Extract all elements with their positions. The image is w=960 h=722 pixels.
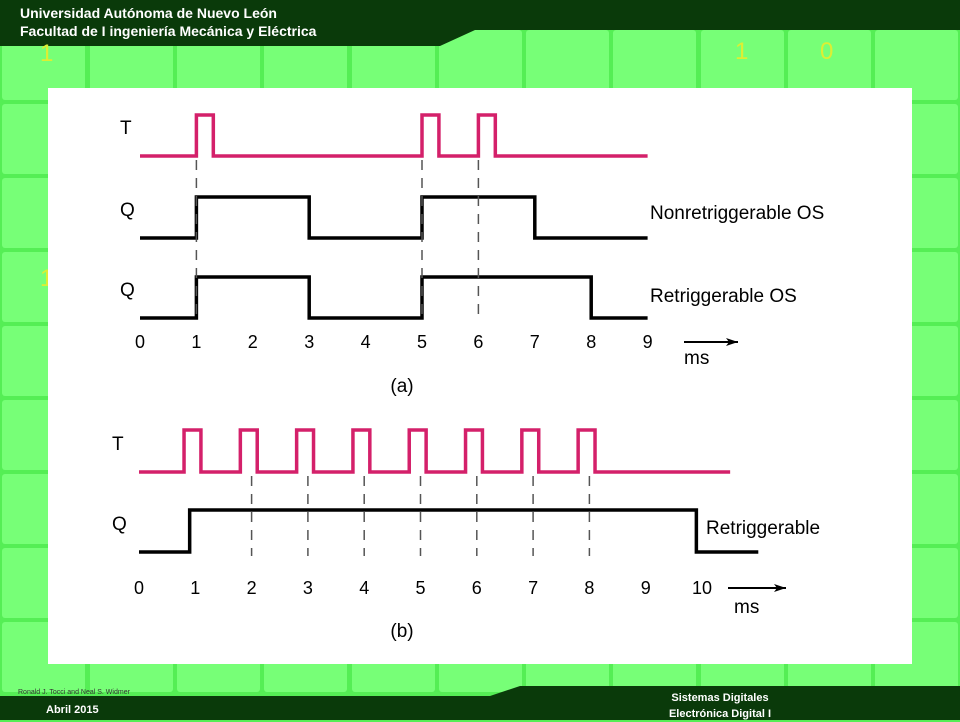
bg-digit-3: 0 — [820, 38, 834, 65]
grid-cell — [701, 30, 784, 100]
part-b-signal-1-label: Q — [112, 514, 127, 535]
part-a-tick-label: 1 — [191, 332, 201, 352]
grid-cell — [526, 30, 609, 100]
part-a-tick-label: 3 — [304, 332, 314, 352]
part-a-signal-1-wave — [140, 195, 648, 240]
bg-digit-2: 1 — [735, 38, 749, 65]
timing-diagram: T Q Nonretriggerable OS Q Retriggerable OS 0 1… — [112, 113, 824, 642]
part-a-signal-2-name: Retriggerable OS — [650, 286, 797, 307]
part-a-tick-label: 4 — [361, 332, 371, 352]
part-b-signal-1-wave — [139, 508, 759, 554]
part-a-tick-label: 6 — [473, 332, 483, 352]
part-b-tick-label: 10 — [692, 578, 712, 598]
grid-cell — [439, 30, 522, 100]
part-a-signal-0-label: T — [120, 118, 132, 139]
course-line-2: Electrónica Digital I — [668, 708, 772, 720]
part-a-signal-1-name: Nonretriggerable OS — [650, 203, 824, 224]
part-b-tick-label: 7 — [528, 578, 538, 598]
part-a-tick-label: 5 — [417, 332, 427, 352]
timing-diagram-panel: T Q Nonretriggerable OS Q Retriggerable OS 0 1… — [48, 88, 912, 664]
part-b-tick-label: 6 — [472, 578, 482, 598]
part-b-tick-label: 4 — [359, 578, 369, 598]
part-a-caption: (a) — [390, 376, 413, 397]
course-line-1: Sistemas Digitales — [671, 692, 769, 704]
grid-cell — [352, 30, 435, 100]
part-b-tick-label: 5 — [415, 578, 425, 598]
faculty-name: Facultad de I ingeniería Mecánica y Eléc… — [20, 23, 317, 39]
part-a-tick-label: 8 — [586, 332, 596, 352]
part-b-signal-0-label: T — [112, 434, 124, 455]
part-b-tick-label: 0 — [134, 578, 144, 598]
grid-cell — [875, 30, 958, 100]
part-a-signal-2-wave — [140, 275, 648, 320]
part-a-signal-2-label: Q — [120, 280, 135, 301]
part-a-signal-1-label: Q — [120, 200, 135, 221]
grid-cell — [788, 30, 871, 100]
part-a-unit-label: ms — [684, 348, 709, 369]
course-title: Sistemas Digitales Electrónica Digital I — [620, 690, 820, 722]
grid-cell — [264, 30, 347, 100]
grid-cell — [90, 30, 173, 100]
footer-date: Abril 2015 — [46, 704, 99, 716]
grid-cell — [613, 30, 696, 100]
part-b-tick-label: 3 — [303, 578, 313, 598]
grid-cell — [2, 30, 85, 100]
grid-cell — [177, 30, 260, 100]
part-a-tick-label: 2 — [248, 332, 258, 352]
part-a-signal-0-wave — [140, 113, 648, 158]
header-title: Universidad Autónoma de Nuevo León Facul… — [20, 4, 316, 40]
part-b-tick-label: 8 — [584, 578, 594, 598]
part-a-tick-label: 0 — [135, 332, 145, 352]
authors-credit: Ronald J. Tocci and Neal S. Widmer — [18, 689, 130, 696]
part-a-tick-label: 9 — [643, 332, 653, 352]
part-a-tick-label: 7 — [530, 332, 540, 352]
bg-digit-1: 1 — [40, 40, 54, 67]
part-b-tick-label: 2 — [247, 578, 257, 598]
part-b-tick-label: 9 — [641, 578, 651, 598]
part-b-tick-label: 1 — [190, 578, 200, 598]
part-b-signal-1-name: Retriggerable — [706, 518, 820, 539]
part-b-signal-0-wave — [139, 428, 731, 474]
part-a-arrow-head — [726, 338, 738, 346]
university-name: Universidad Autónoma de Nuevo León — [20, 5, 277, 21]
part-b-unit-label: ms — [734, 597, 759, 618]
part-b-caption: (b) — [390, 621, 413, 642]
part-b-arrow-head — [774, 584, 786, 592]
